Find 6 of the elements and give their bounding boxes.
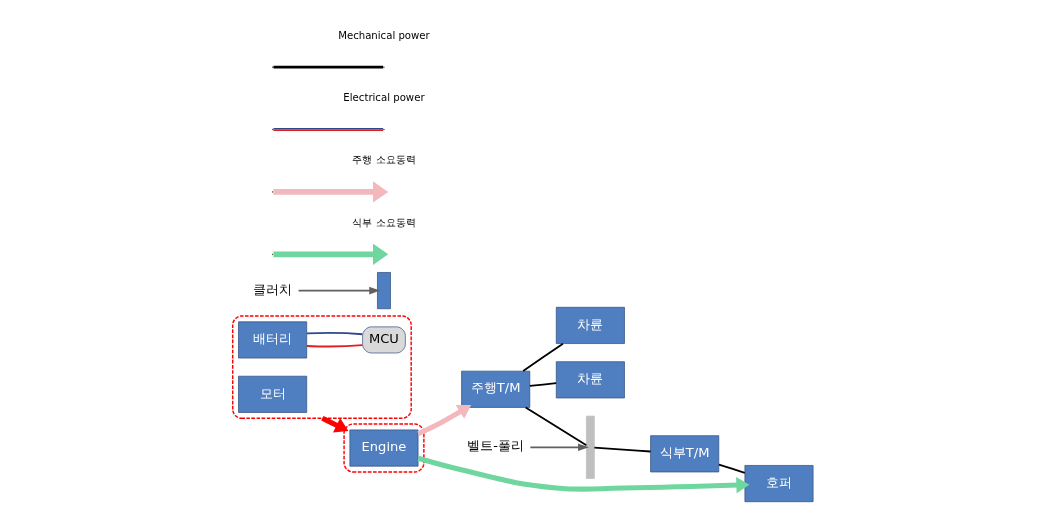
legend-label: 식부 소요동력: [351, 216, 416, 228]
legend-label: Electrical power: [342, 92, 425, 104]
node-text: 클러치: [252, 281, 292, 297]
legend-label: 주행 소요동력: [351, 154, 416, 166]
legend-label: Mechanical power: [337, 29, 430, 41]
node-text: 벨트-풀리: [466, 438, 524, 454]
